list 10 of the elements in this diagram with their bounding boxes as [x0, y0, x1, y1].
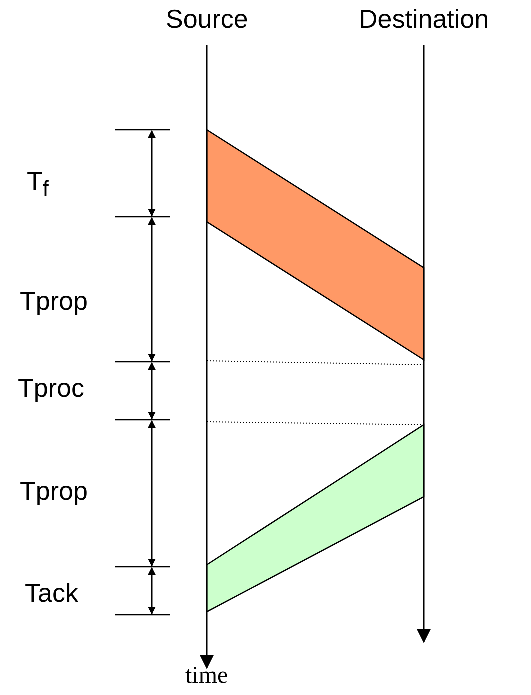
lifeline-label: Source [166, 6, 248, 32]
interval-label: Tack [25, 580, 78, 606]
interval-label: Tprop [20, 288, 88, 314]
interval-label: Tproc [18, 375, 84, 401]
frame-band [206, 128, 425, 362]
axis-label: time [186, 664, 228, 688]
ack-band [206, 424, 425, 614]
interval-label: T$_{f}$ [27, 168, 49, 200]
interval-label: Tprop [20, 478, 88, 504]
lifeline-label: Destination [359, 6, 490, 32]
